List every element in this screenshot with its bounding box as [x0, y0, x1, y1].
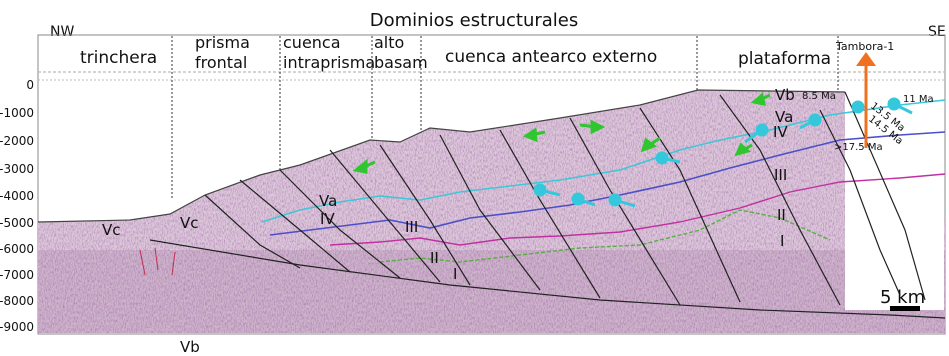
unit-label-va: Va: [319, 192, 337, 210]
unit-label-vb-bottom: Vb: [180, 338, 200, 356]
depth-tick-label: -9000: [0, 320, 34, 334]
cyan-arrow-head: [853, 102, 863, 112]
unit-label-i: I: [780, 232, 784, 250]
well-name-label: Tambora-1: [835, 40, 894, 53]
domain-label-prisma: prisma frontal: [195, 33, 255, 72]
depth-tick-label: -3000: [0, 162, 34, 176]
unit-label-vc: Vc: [180, 214, 199, 232]
age-label: >17.5 Ma: [834, 142, 883, 153]
domain-label-cuenca-antearco: cuenca antearco externo: [445, 47, 657, 67]
unit-label-iv: IV: [773, 123, 788, 141]
unit-label-vb: Vb: [775, 86, 795, 104]
domain-label-basam-line: basam: [374, 53, 428, 72]
scale-bar-label: 5 km: [880, 287, 925, 308]
unit-label-ii: II: [430, 249, 439, 267]
domain-label-intraprisma-line: intraprisma: [283, 53, 375, 72]
domain-label-trinchera: trinchera: [80, 48, 157, 68]
scale-bar-rect: [890, 306, 920, 311]
unit-label-vc: Vc: [102, 221, 121, 239]
depth-tick-label: -4000: [0, 189, 34, 203]
well-arrow-head: [856, 52, 876, 66]
domain-label-frontal-line: frontal: [195, 53, 247, 72]
scale-bar: 5 km: [880, 287, 925, 311]
depth-tick-label: -2000: [0, 134, 34, 148]
domain-label-cuenca-intraprisma: cuenca intraprisma: [283, 33, 375, 72]
orientation-nw-label: NW: [50, 24, 74, 40]
depth-tick-label: -1000: [0, 106, 34, 120]
unit-label-iii: III: [405, 218, 418, 236]
depth-axis: 0 -1000 -2000 -3000 -4000 -5000 -6000 -7…: [0, 78, 34, 334]
unit-label-ii: II: [777, 206, 786, 224]
domain-label-cuenca-line: cuenca: [283, 33, 341, 52]
domain-label-prisma-line: prisma: [195, 33, 250, 52]
domain-label-alto-line: alto: [374, 33, 404, 52]
age-label: 8.5 Ma: [802, 91, 836, 102]
age-label: 11 Ma: [903, 94, 934, 105]
orientation-se-label: SE: [928, 24, 946, 40]
unit-label-iv: IV: [320, 210, 335, 228]
unit-label-iii: III: [774, 166, 787, 184]
unit-label-i: I: [453, 265, 457, 283]
figure-title: Dominios estructurales: [370, 10, 579, 31]
depth-tick-label: -8000: [0, 294, 34, 308]
domain-label-alto-basam: alto basam: [374, 33, 428, 72]
domain-label-plataforma: plataforma: [738, 49, 831, 69]
depth-tick-label: -5000: [0, 216, 34, 230]
depth-tick-label: 0: [26, 78, 34, 92]
depth-tick-label: -6000: [0, 242, 34, 256]
depth-tick-label: -7000: [0, 268, 34, 282]
